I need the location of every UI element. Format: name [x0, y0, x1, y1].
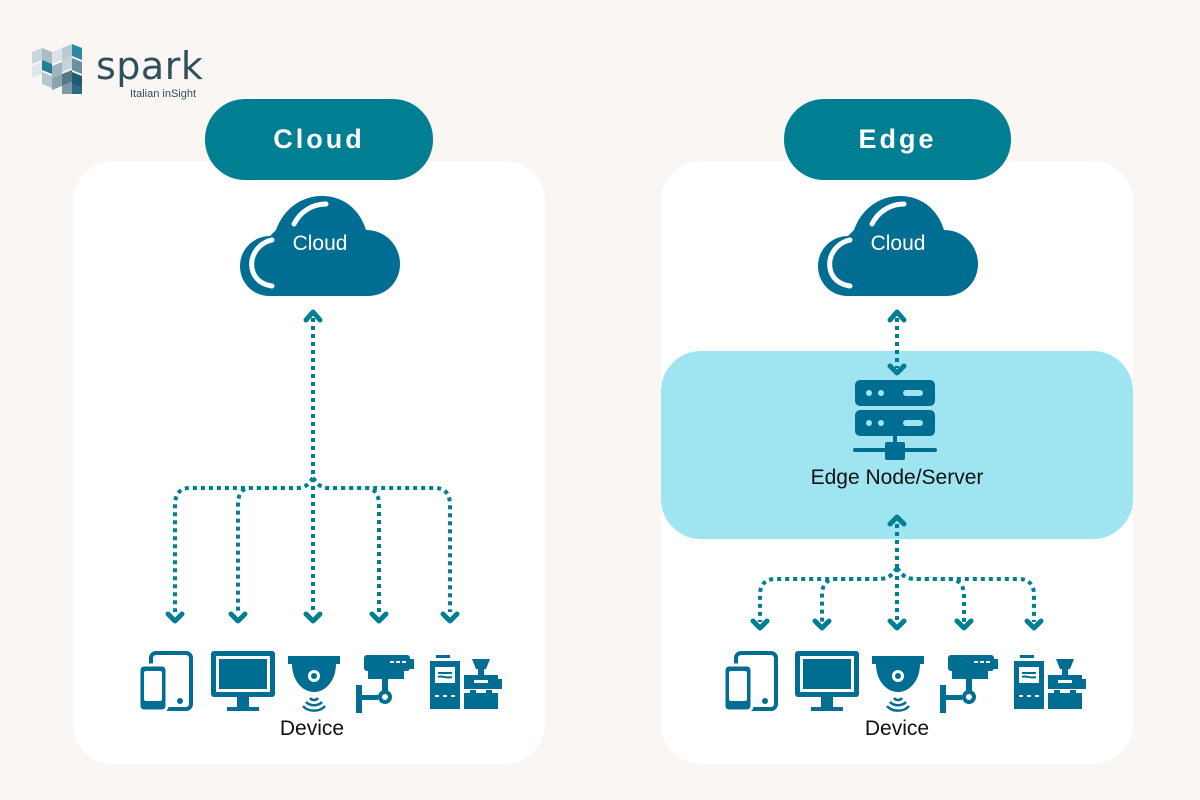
machine-icon — [1014, 655, 1087, 710]
arrowhead-down — [954, 618, 974, 631]
tablet-phone-icon — [722, 651, 778, 713]
arrowhead-up — [887, 514, 907, 527]
arrowhead-down — [369, 611, 389, 624]
spark-logo: spark Italian inSight — [32, 44, 222, 104]
cloud-icon — [240, 196, 400, 296]
device-arrow-4 — [311, 476, 381, 612]
device-arrow-1 — [173, 476, 315, 612]
cloud-label: Cloud — [870, 232, 926, 255]
brand-tagline: Italian inSight — [130, 88, 197, 100]
device-label: Device — [864, 717, 930, 740]
dome-camera-icon — [872, 656, 924, 712]
device-arrow-5 — [311, 476, 452, 612]
logo-mark-icon — [32, 44, 82, 94]
device-arrow-2 — [820, 566, 899, 622]
cloud-node-right: Cloud — [818, 194, 978, 299]
device-arrow-1 — [758, 566, 899, 622]
device-arrow-5 — [895, 566, 1036, 622]
brand-name: spark — [96, 44, 204, 88]
security-camera-icon — [940, 655, 998, 713]
cloud-icon — [818, 196, 978, 296]
security-camera-icon — [356, 655, 414, 713]
cloud-label: Cloud — [292, 232, 348, 255]
arrowhead-up — [303, 309, 323, 323]
cloud-panel-title: Cloud — [205, 99, 433, 180]
device-label: Device — [279, 717, 345, 740]
edge-node-label: Edge Node/Server — [810, 466, 984, 489]
monitor-icon — [795, 651, 859, 711]
server-icon — [853, 380, 937, 460]
arrowhead-down — [303, 611, 323, 624]
arrowhead-down — [1024, 618, 1044, 631]
arrowhead-up — [887, 309, 907, 323]
arrowhead-down — [812, 618, 832, 631]
cloud-node-left: Cloud — [240, 194, 400, 299]
tablet-phone-icon — [137, 651, 193, 713]
dome-camera-icon — [288, 656, 340, 712]
arrowhead-down — [228, 611, 248, 624]
arrowhead-down — [440, 611, 460, 624]
arrowhead-down — [887, 363, 907, 376]
arrowhead-down — [750, 618, 770, 631]
device-arrow-2 — [236, 476, 315, 612]
arrowhead-down — [887, 618, 907, 631]
monitor-icon — [211, 651, 275, 711]
machine-icon — [430, 655, 503, 710]
edge-panel-title: Edge — [784, 99, 1011, 180]
arrowhead-down — [165, 611, 185, 624]
device-arrow-4 — [895, 566, 966, 622]
